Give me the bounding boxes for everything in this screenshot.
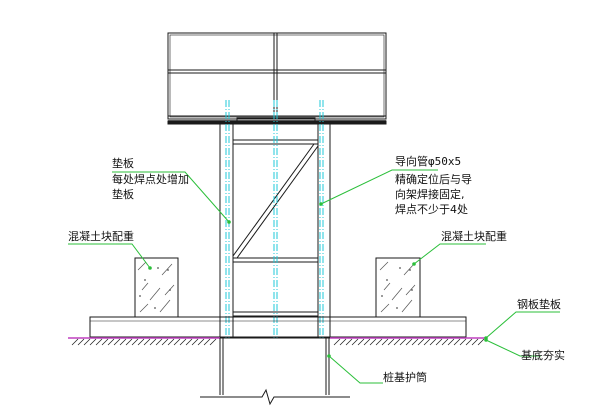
pad-plate-note-2: 垫板 (112, 187, 134, 201)
concrete-right-label: 混凝土块配重 (441, 229, 507, 243)
guide-pipes (225, 100, 324, 338)
steel-pad-label: 钢板垫板 (517, 297, 561, 311)
foundation-label: 基底夯实 (521, 348, 565, 362)
annotations: 垫板 每处焊点处增加 垫板 导向管φ50x5 精确定位后与导 向架焊接固定, 焊… (68, 154, 565, 384)
pile-casing (200, 338, 350, 406)
guide-pipe-note-2: 向架焊接固定, (395, 187, 465, 201)
guide-frame (219, 117, 331, 339)
pad-plate-title: 垫板 (112, 156, 134, 170)
leader-lines (68, 169, 560, 384)
pile-casing-label: 桩基护筒 (383, 370, 427, 384)
concrete-left-label: 混凝土块配重 (68, 229, 134, 243)
concrete-block-left (134, 257, 179, 318)
guide-pipe-note-1: 精确定位后与导 (395, 172, 472, 186)
ground-line (68, 337, 486, 346)
guide-pipe-note-3: 焊点不少于4处 (395, 202, 468, 216)
concrete-block-right (375, 257, 421, 318)
base-plate (89, 316, 467, 338)
pad-plate-note-1: 每处焊点处增加 (112, 172, 189, 186)
leader-dots (148, 202, 488, 358)
upper-rack (167, 32, 387, 125)
guide-pipe-title: 导向管φ50x5 (395, 154, 461, 168)
